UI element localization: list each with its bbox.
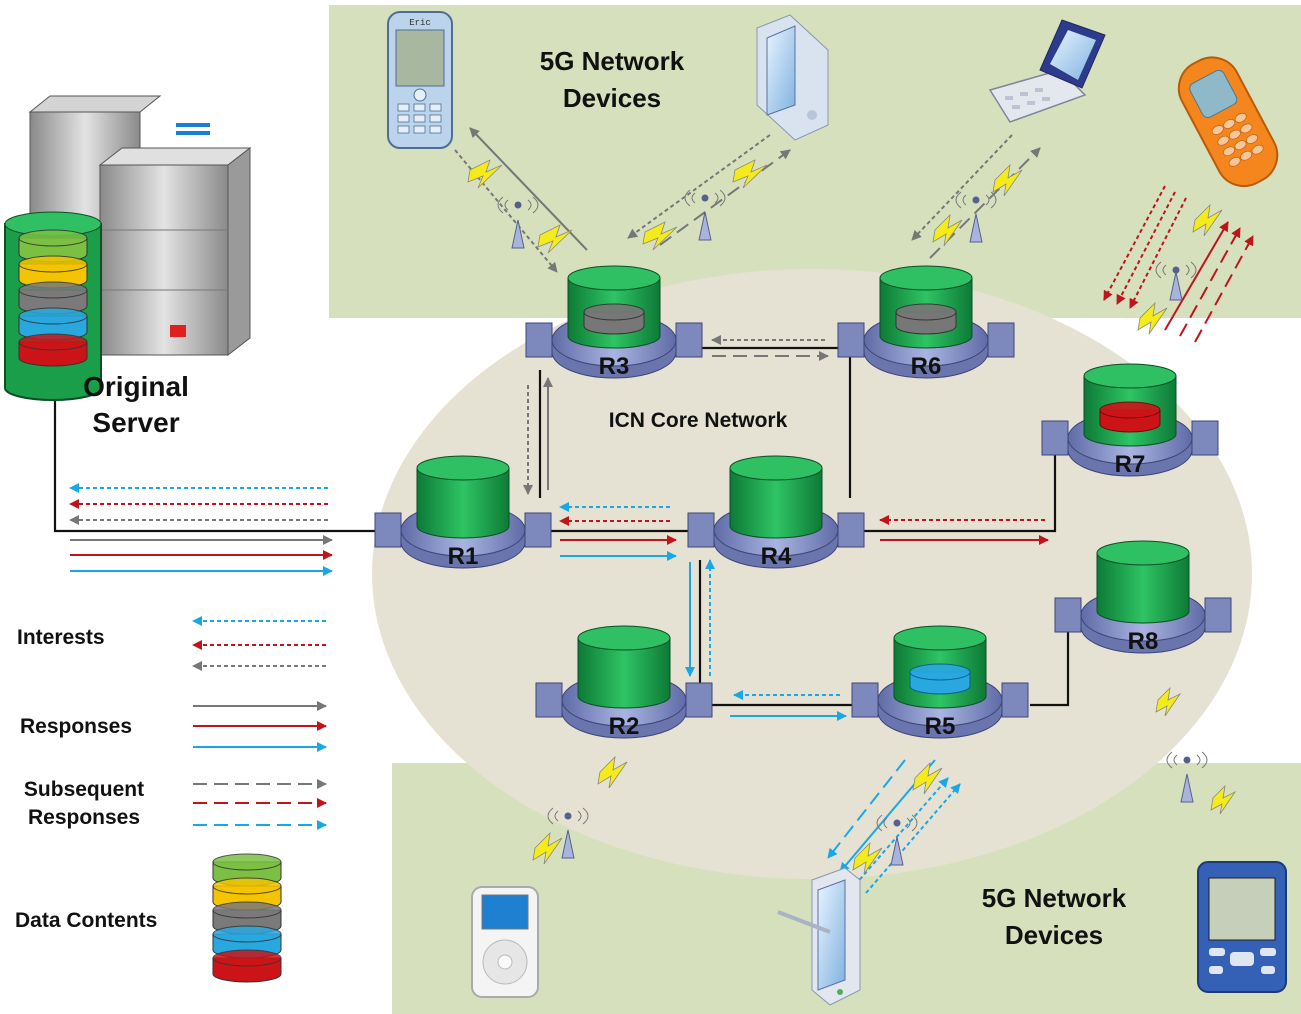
r4-r2-flows bbox=[685, 559, 715, 677]
router-r3-cached-content bbox=[583, 303, 645, 335]
router-r8: R8 bbox=[1054, 540, 1232, 655]
router-r3-label: R3 bbox=[599, 353, 630, 380]
tablet-device-bottom bbox=[777, 867, 861, 1006]
legend-data-contents-stack bbox=[212, 853, 282, 983]
content-layer bbox=[212, 949, 282, 983]
router-r1: R1 bbox=[374, 455, 552, 570]
ipod-device bbox=[471, 886, 539, 998]
orange-phone-device bbox=[1177, 56, 1279, 188]
router-r3: R3 bbox=[525, 265, 703, 380]
phone-brand-text: Eric bbox=[409, 18, 431, 28]
r4-r7-flows bbox=[879, 515, 1049, 545]
router-r8-label: R8 bbox=[1128, 628, 1159, 655]
server-content-cache bbox=[4, 211, 102, 401]
content-layer bbox=[18, 333, 88, 367]
router-r7: R7 bbox=[1041, 363, 1219, 478]
router-r5-cached-content bbox=[909, 663, 971, 695]
router-r7-label: R7 bbox=[1115, 451, 1146, 478]
flip-phone-device bbox=[988, 19, 1106, 123]
legend-interests-label: Interests bbox=[17, 626, 105, 649]
topology-links bbox=[53, 346, 1070, 707]
r3-device-flows bbox=[454, 127, 791, 273]
r1-r3-flows bbox=[523, 377, 553, 495]
router-r4-label: R4 bbox=[761, 543, 792, 570]
r3-r6-flows bbox=[711, 335, 829, 361]
router-r4: R4 bbox=[687, 455, 865, 570]
server-led bbox=[170, 325, 186, 337]
router-r1-label: R1 bbox=[448, 543, 479, 570]
router-r2: R2 bbox=[535, 625, 713, 740]
wireless-signals bbox=[467, 159, 1237, 875]
router-r5-label: R5 bbox=[925, 713, 956, 740]
antennas bbox=[511, 194, 1194, 866]
content-layer bbox=[18, 229, 88, 263]
pda-device bbox=[1197, 861, 1287, 993]
router-r6-label: R6 bbox=[911, 353, 942, 380]
router-r2-label: R2 bbox=[609, 713, 640, 740]
router-r6: R6 bbox=[837, 265, 1015, 380]
legend-data-contents-label: Data Contents bbox=[15, 909, 157, 932]
content-layer bbox=[18, 307, 88, 341]
router-r6-cached-content bbox=[895, 303, 957, 335]
server-r1-flows bbox=[69, 483, 333, 576]
r2-r5-flows bbox=[730, 690, 847, 721]
legend-responses-label: Responses bbox=[20, 715, 132, 738]
content-layer bbox=[18, 281, 88, 315]
core-network-label: ICN Core Network bbox=[609, 409, 788, 432]
router-r5: R5 bbox=[851, 625, 1029, 740]
content-layer bbox=[18, 255, 88, 289]
candybar-phone-device: Eric bbox=[387, 11, 453, 149]
tablet-device-top bbox=[756, 14, 829, 141]
r7-device-flows bbox=[1103, 185, 1254, 343]
antenna-waves bbox=[497, 189, 1208, 832]
r1-r4-flows bbox=[559, 502, 677, 561]
router-r7-cached-content bbox=[1099, 401, 1161, 433]
